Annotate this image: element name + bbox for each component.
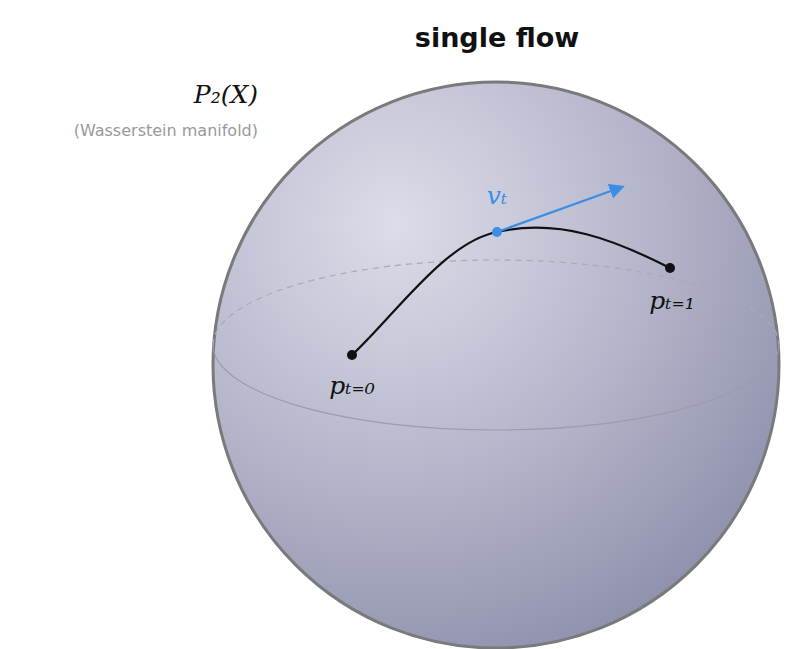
start-label: pₜ₌₀ [329, 372, 374, 401]
equator-back [213, 260, 779, 345]
flow-curve [352, 228, 670, 355]
space-symbol: P₂(X) [194, 81, 258, 110]
start-point [347, 350, 357, 360]
equator-front [213, 345, 779, 430]
end-point [665, 263, 675, 273]
velocity-point [492, 227, 502, 237]
diagram-title: single flow [415, 22, 579, 53]
space-note: (Wasserstein manifold) [74, 122, 258, 140]
end-label: pₜ₌₁ [649, 287, 694, 316]
velocity-label: vₜ [487, 182, 507, 211]
sphere [213, 82, 779, 648]
velocity-arrow [497, 187, 622, 232]
